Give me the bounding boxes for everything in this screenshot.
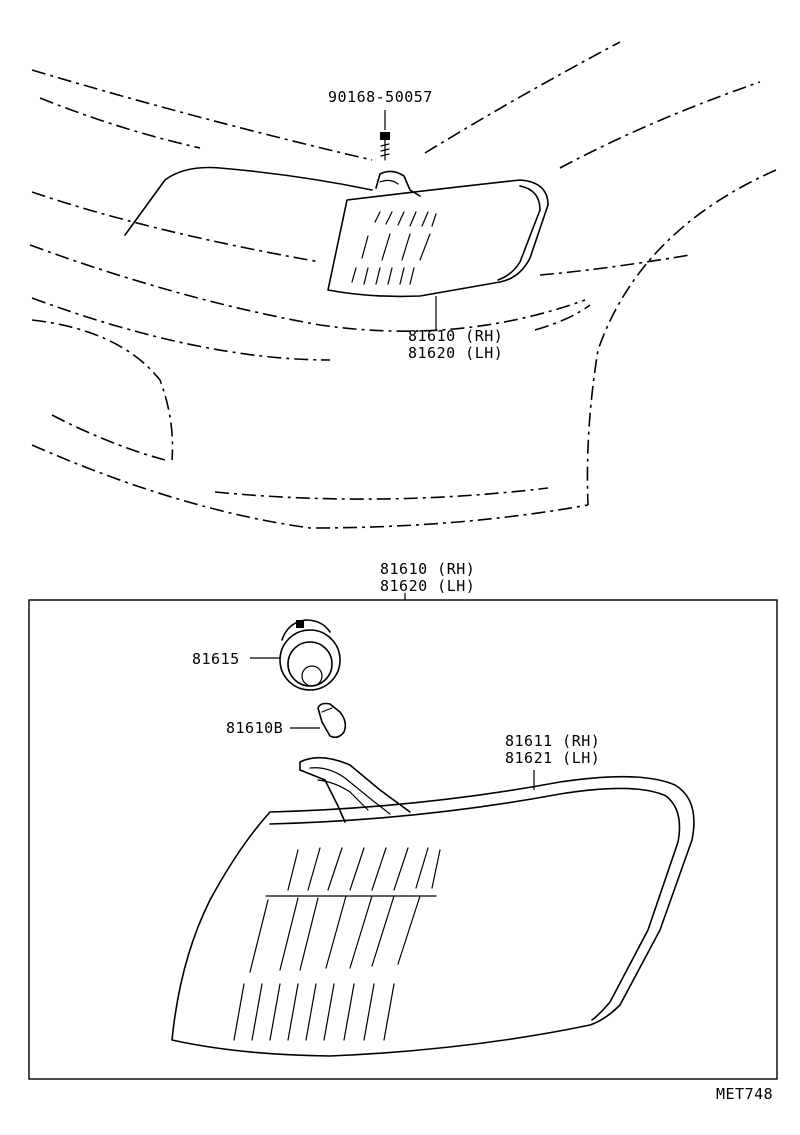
detail-frame	[28, 599, 778, 1080]
lamp-ridges	[351, 211, 437, 285]
lamp-part-number-lh: 81620 (LH)	[408, 344, 503, 362]
assembly-part-number-lh: 81620 (LH)	[380, 577, 475, 595]
bulb-part-number: 81610B	[226, 719, 283, 737]
socket-part-number: 81615	[192, 650, 240, 668]
lens-part-number-rh: 81611 (RH)	[505, 732, 600, 750]
wedge-bulb	[290, 702, 347, 739]
bolt-part-number: 90168-50057	[328, 88, 433, 106]
assembly-part-number-rh: 81610 (RH)	[380, 560, 475, 578]
lens-ridges	[233, 847, 441, 1041]
corner-lamp-lens	[171, 756, 695, 1057]
lens-part-number-lh: 81621 (LH)	[505, 749, 600, 767]
figure-code: MET748	[716, 1085, 773, 1103]
bolt-fastener	[380, 110, 390, 161]
lamp-part-number-rh: 81610 (RH)	[408, 327, 503, 345]
vehicle-body-outline	[29, 41, 777, 529]
bulb-socket	[250, 619, 341, 691]
installed-corner-lamp	[327, 170, 549, 330]
